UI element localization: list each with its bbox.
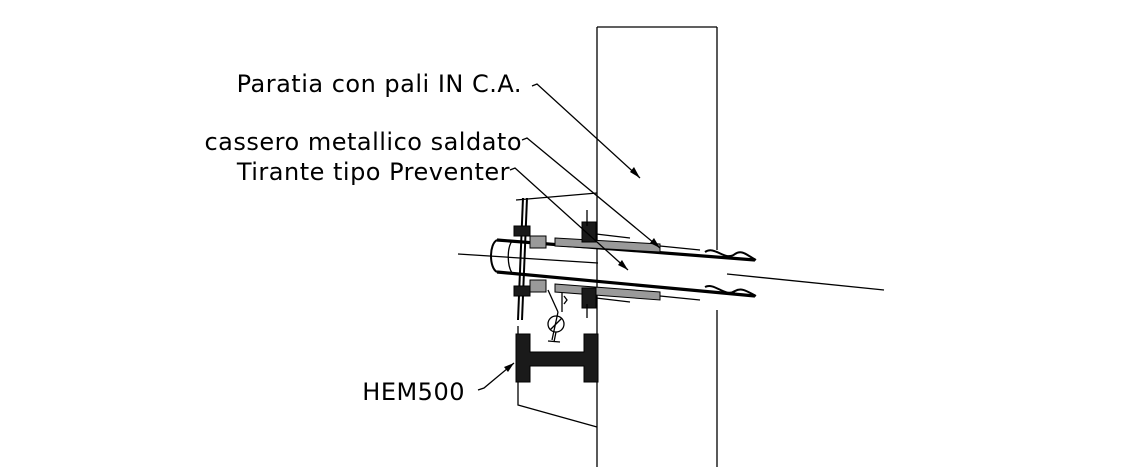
label-cassero: cassero metallico saldato bbox=[204, 128, 522, 156]
anchor-axis bbox=[457, 253, 885, 291]
anchor-plate bbox=[513, 197, 631, 321]
gauge-symbol bbox=[547, 293, 568, 343]
label-tirante: Tirante tipo Preventer bbox=[236, 158, 510, 186]
hem500-beam bbox=[515, 333, 599, 383]
label-hem500: HEM500 bbox=[362, 378, 465, 406]
welded-formwork-sleeve bbox=[529, 235, 701, 301]
label-paratia: Paratia con pali IN C.A. bbox=[237, 70, 522, 98]
leader-lines bbox=[477, 83, 661, 391]
